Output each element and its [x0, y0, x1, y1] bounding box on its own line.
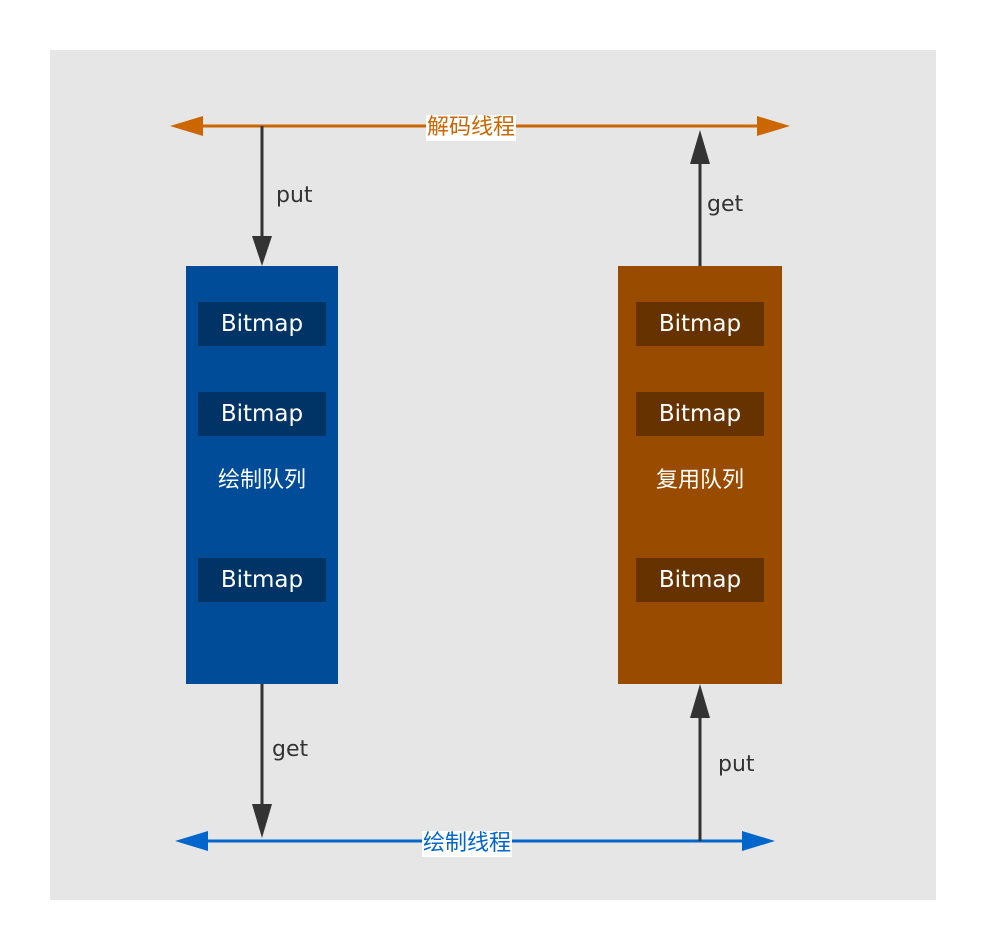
draw-queue-label: 绘制队列: [217, 468, 306, 493]
decode-thread-label: 解码线程: [426, 115, 517, 141]
put-label-render-to-reuse: put: [718, 752, 755, 777]
draw-queue-bitmap-2: Bitmap: [198, 392, 326, 436]
get-label-draw-to-render: get: [272, 737, 309, 762]
reuse-queue-label: 复用队列: [655, 468, 744, 493]
draw-queue-bitmap-1: Bitmap: [198, 302, 326, 346]
reuse-queue: Bitmap Bitmap 复用队列 Bitmap: [618, 266, 782, 684]
put-label-decode-to-draw: put: [276, 183, 313, 208]
draw-queue-bitmap-3: Bitmap: [198, 558, 326, 602]
reuse-queue-bitmap-1: Bitmap: [636, 302, 764, 346]
get-arrow-reuse-to-decode: [690, 130, 710, 266]
draw-queue: Bitmap Bitmap 绘制队列 Bitmap: [186, 266, 338, 684]
reuse-queue-bitmap-2: Bitmap: [636, 392, 764, 436]
get-arrow-draw-to-render: [252, 684, 272, 838]
render-thread-label: 绘制线程: [422, 831, 513, 857]
reuse-queue-bitmap-3: Bitmap: [636, 558, 764, 602]
get-label-reuse-to-decode: get: [707, 192, 744, 217]
put-arrow-decode-to-draw: [252, 126, 272, 266]
put-arrow-render-to-reuse: [690, 684, 710, 841]
